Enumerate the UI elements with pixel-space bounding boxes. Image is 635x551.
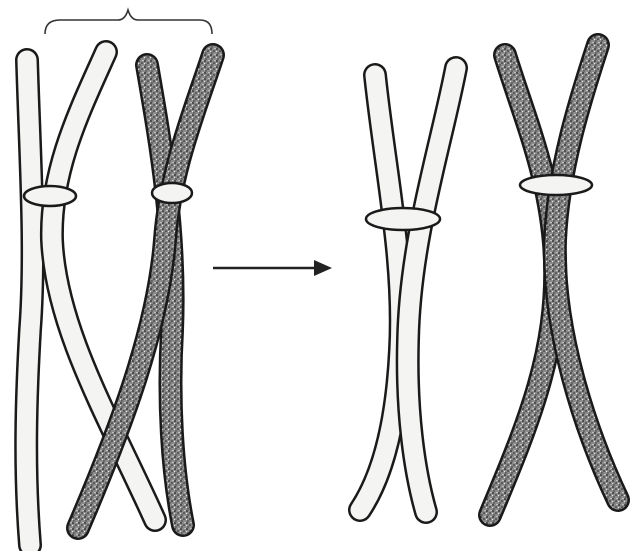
right-light-centromere	[366, 208, 440, 230]
right-dark-chromosome	[490, 45, 618, 515]
arrow-head-icon	[314, 260, 332, 276]
right-dark-centromere	[520, 175, 592, 195]
left-light-centromere	[24, 186, 76, 206]
right-light-chromosome	[360, 68, 456, 512]
arrow	[213, 260, 332, 276]
left-dark-chromosome	[78, 55, 213, 528]
bracket	[45, 10, 212, 34]
left-dark-centromere	[152, 183, 192, 203]
